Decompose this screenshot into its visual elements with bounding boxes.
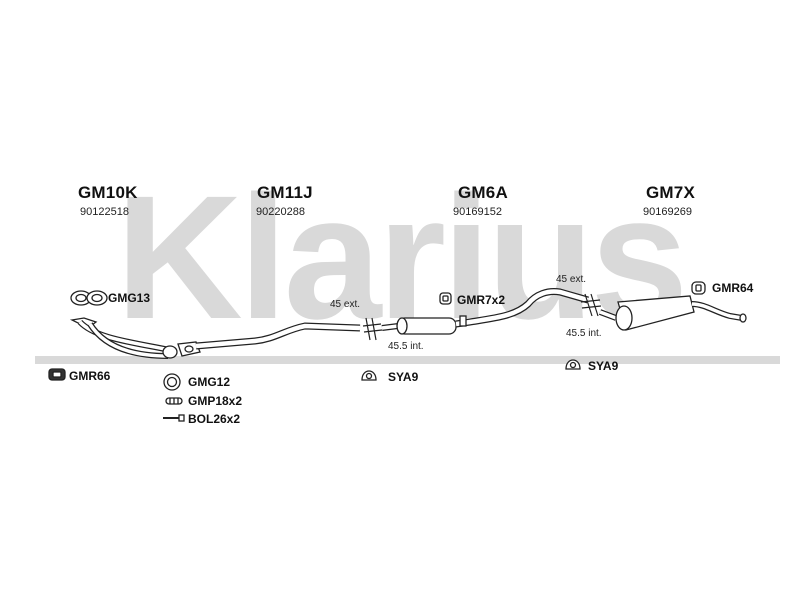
hanger-sya9-b-icon bbox=[565, 359, 581, 370]
rubber-mount-gmr66-icon bbox=[48, 368, 66, 381]
joint-1-clamp-icon bbox=[362, 317, 383, 341]
rubber-mount-gmr64-icon bbox=[691, 281, 706, 295]
assembly-code-gm7x: GM7X bbox=[646, 183, 695, 202]
hanger-sya9-a-icon bbox=[361, 370, 377, 381]
assembly-code-gm10k: GM10K bbox=[78, 183, 138, 202]
assembly-code-gm6a: GM6A bbox=[458, 183, 508, 202]
assembly-number-gm11j: 90220288 bbox=[256, 206, 305, 218]
assembly-number-gm6a: 90169152 bbox=[453, 206, 502, 218]
joint-1-int-label: 45.5 int. bbox=[388, 341, 424, 352]
part-label-gmr7x2: GMR7x2 bbox=[457, 293, 506, 307]
part-label-sya9-b: SYA9 bbox=[588, 359, 619, 373]
assembly-number-gm10k: 90122518 bbox=[80, 206, 129, 218]
flange-icon bbox=[177, 341, 201, 357]
pipe-gm11j-icon bbox=[195, 322, 361, 350]
joint-1-ext-label: 45 ext. bbox=[330, 299, 361, 310]
part-label-bol26x2: BOL26x2 bbox=[188, 412, 241, 426]
part-label-gmg12: GMG12 bbox=[188, 375, 231, 389]
joint-2-ext-label: 45 ext. bbox=[556, 274, 587, 285]
part-label-gmr64: GMR64 bbox=[712, 281, 754, 295]
assembly-number-gm7x: 90169269 bbox=[643, 206, 692, 218]
joint-2-int-label: 45.5 int. bbox=[566, 328, 602, 339]
part-label-gmp18x2: GMP18x2 bbox=[188, 394, 243, 408]
gasket-gmg13-icon bbox=[70, 290, 108, 306]
watermark-bar bbox=[35, 356, 780, 364]
rubber-mount-gmr7-icon bbox=[439, 292, 452, 305]
rear-silencer-gm7x-icon bbox=[598, 295, 747, 331]
spring-gmp18-icon bbox=[165, 397, 183, 405]
downpipe-gm10k-icon bbox=[69, 317, 178, 359]
gasket-gmg12-icon bbox=[163, 373, 181, 391]
bolt-bol26-icon bbox=[163, 414, 185, 422]
assembly-code-gm11j: GM11J bbox=[257, 183, 313, 202]
silencer-gm6a-icon bbox=[381, 288, 589, 335]
joint-2-clamp-icon bbox=[580, 293, 602, 317]
part-label-gmg13: GMG13 bbox=[108, 291, 151, 305]
part-label-sya9-a: SYA9 bbox=[388, 370, 419, 384]
part-label-gmr66: GMR66 bbox=[69, 369, 111, 383]
